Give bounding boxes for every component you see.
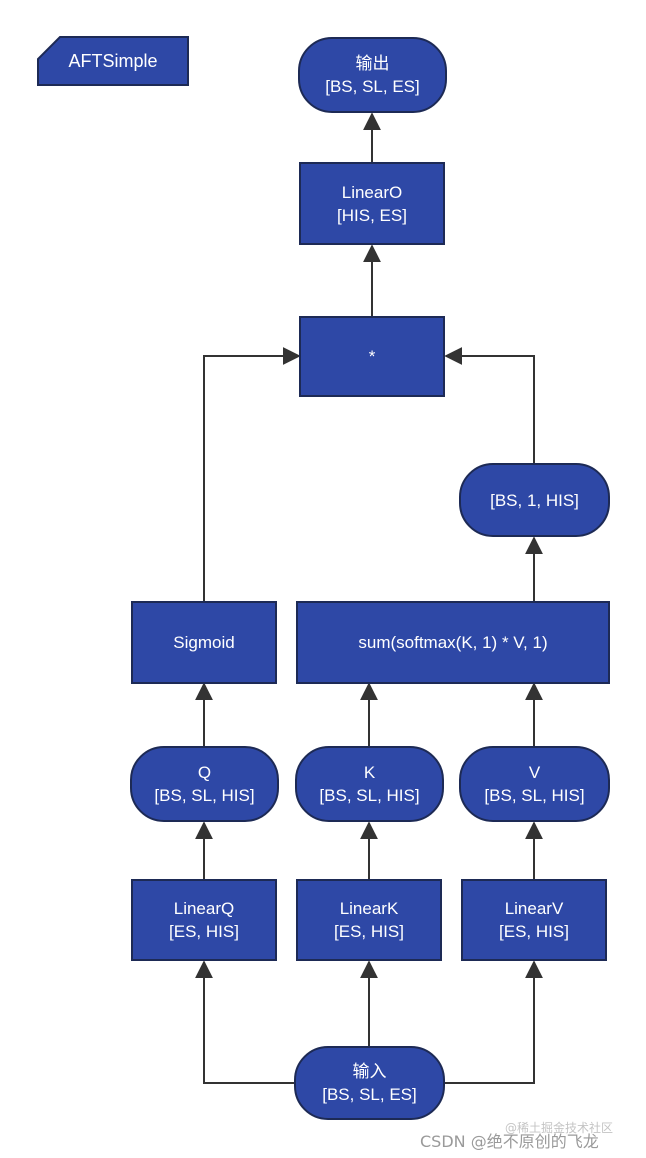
mult-label: * [368,347,376,366]
edge-sigmoid-mult [203,347,301,601]
q-label: Q [197,763,212,782]
title-tag: AFTSimple [68,50,158,71]
input-shape: [BS, SL, ES] [322,1085,417,1104]
output-label: 输出 [355,54,390,73]
bs1his-label: [BS, 1, HIS] [490,490,579,510]
input-label: 输入 [352,1062,387,1081]
linearq-shape: [ES, HIS] [169,922,239,941]
linearq-node: LinearQ [ES, HIS] [131,879,277,961]
linearv-node: LinearV [ES, HIS] [461,879,607,961]
lineark-label: LinearK [339,899,399,918]
linearo-label: LinearO [341,182,403,202]
watermark-csdn: CSDN @绝不原创的飞龙 [420,1132,599,1151]
q-node: Q [BS, SL, HIS] [130,746,279,822]
edge-bs1his-mult [444,347,535,463]
output-shape: [BS, SL, ES] [325,77,420,96]
linearq-label: LinearQ [173,899,235,918]
edge-input-linearq [195,960,295,1084]
linearo-node: LinearO [HIS, ES] [299,162,445,245]
input-node: 输入 [BS, SL, ES] [294,1046,445,1120]
sum-softmax-label: sum(softmax(K, 1) * V, 1) [358,633,548,652]
output-node: 输出 [BS, SL, ES] [298,37,447,113]
sigmoid-node: Sigmoid [131,601,277,684]
mult-node: * [299,316,445,397]
v-node: V [BS, SL, HIS] [459,746,610,822]
linearo-shape: [HIS, ES] [337,205,407,225]
lineark-node: LinearK [ES, HIS] [296,879,442,961]
q-shape: [BS, SL, HIS] [154,786,255,805]
k-node: K [BS, SL, HIS] [295,746,444,822]
bs1his-node: [BS, 1, HIS] [459,463,610,537]
linearv-label: LinearV [504,899,564,918]
watermark-juejin: @稀土掘金技术社区 [505,1121,614,1135]
k-label: K [363,763,376,782]
linearv-shape: [ES, HIS] [499,922,569,941]
title-tag-shape [37,36,189,86]
sum-softmax-node: sum(softmax(K, 1) * V, 1) [296,601,610,684]
edge-input-linearv [444,960,543,1084]
v-shape: [BS, SL, HIS] [484,786,585,805]
v-label: V [528,763,541,782]
lineark-shape: [ES, HIS] [334,922,404,941]
k-shape: [BS, SL, HIS] [319,786,420,805]
sigmoid-label: Sigmoid [173,633,235,652]
